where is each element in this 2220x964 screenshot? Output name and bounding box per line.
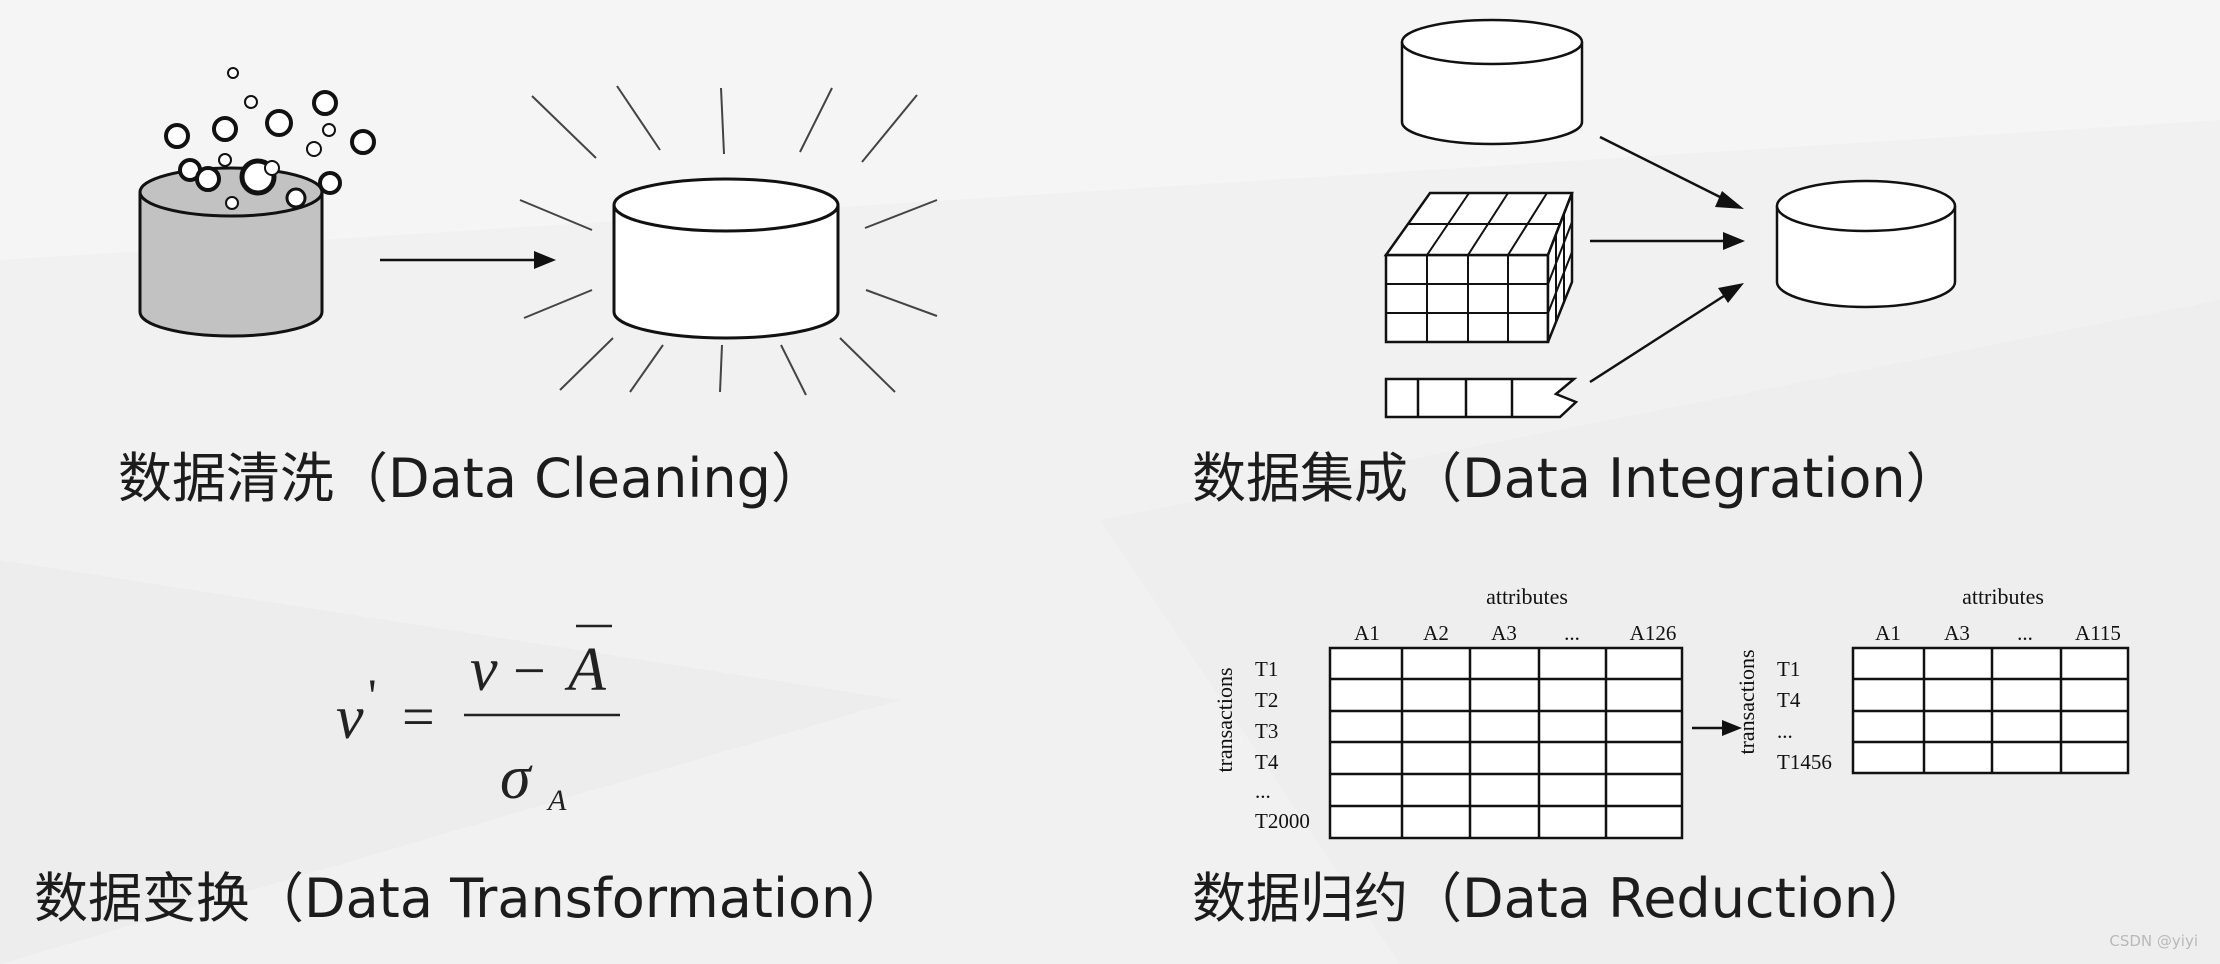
formula-lhs: v [336, 684, 364, 752]
left-row-label: T1 [1255, 657, 1278, 681]
left-col-header: A126 [1630, 621, 1677, 645]
caption-data-transformation: 数据变换（Data Transformation） [34, 867, 910, 930]
right-table-grid [1851, 646, 2130, 775]
clean-database-icon [612, 177, 840, 340]
right-transactions-label: transactions [1734, 649, 1759, 754]
left-row-label: T2000 [1255, 809, 1310, 833]
cleaning-arrow [380, 251, 556, 269]
right-row-label: ... [1777, 719, 1793, 743]
left-table-grid [1328, 646, 1684, 840]
left-attributes-label: attributes [1486, 584, 1568, 609]
caption-data-integration: 数据集成（Data Integration） [1192, 447, 1960, 510]
right-row-label: T4 [1777, 688, 1801, 712]
left-row-label: T3 [1255, 719, 1278, 743]
left-col-header: ... [1564, 621, 1580, 645]
shine-rays-icon [519, 85, 938, 396]
caption-data-cleaning: 数据清洗（Data Cleaning） [118, 447, 825, 510]
right-col-header: ... [2017, 621, 2033, 645]
record-strip-icon [1384, 377, 1579, 419]
left-row-label: T2 [1255, 688, 1278, 712]
formula-denominator: σ [500, 744, 533, 812]
left-col-header: A1 [1354, 621, 1380, 645]
left-col-header: A3 [1491, 621, 1517, 645]
target-database-icon [1775, 179, 1957, 309]
right-col-header: A1 [1875, 621, 1901, 645]
right-col-header: A115 [2075, 621, 2121, 645]
formula-numerator-v: v [470, 636, 498, 704]
left-transactions-label: transactions [1212, 667, 1237, 772]
data-cube-grid [1386, 192, 1573, 342]
formula-prime: ' [368, 670, 377, 723]
formula-denominator-sub: A [546, 784, 567, 817]
left-row-label: T4 [1255, 750, 1279, 774]
reduction-arrow [1692, 720, 1742, 736]
integration-arrows [1589, 135, 1745, 384]
source-database-icon [1400, 18, 1584, 146]
formula-equals: = [402, 684, 435, 749]
formula-minus: − [513, 638, 546, 703]
formula-numerator-a: A [564, 636, 607, 704]
right-attributes-label: attributes [1962, 584, 2044, 609]
bubbles-icon [164, 67, 376, 210]
watermark: CSDN @yiyi [2109, 932, 2198, 950]
left-row-label: ... [1255, 779, 1271, 803]
left-col-header: A2 [1423, 621, 1449, 645]
right-row-label: T1456 [1777, 750, 1832, 774]
right-col-header: A3 [1944, 621, 1970, 645]
right-row-label: T1 [1777, 657, 1800, 681]
caption-data-reduction: 数据归约（Data Reduction） [1192, 867, 1933, 930]
dirty-database-icon [138, 166, 324, 338]
